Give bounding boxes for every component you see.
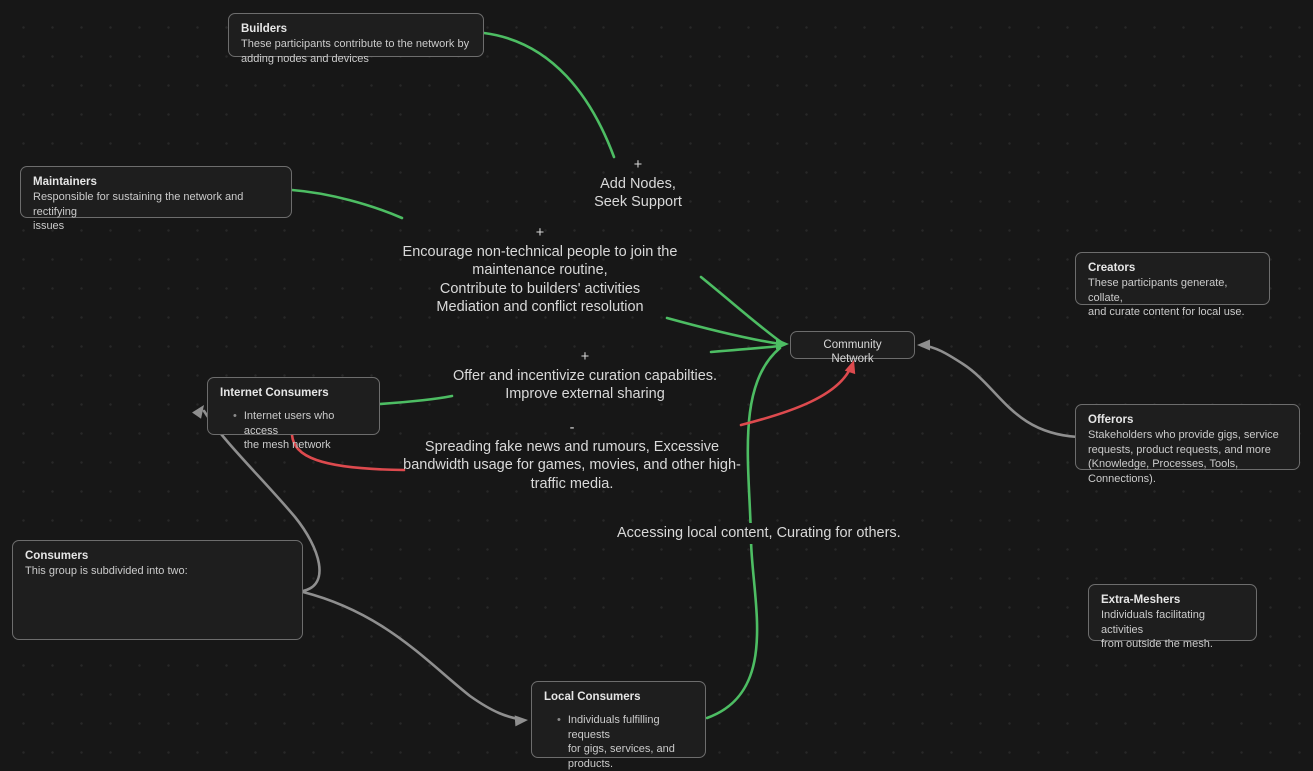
node-builders[interactable]: Builders These participants contribute t…	[228, 13, 484, 65]
edge-spreading-to-community[interactable]	[739, 365, 853, 427]
edge-offerors-to-community[interactable]	[919, 343, 1080, 439]
node-maintainers[interactable]: Maintainers Responsible for sustaining t…	[20, 166, 292, 232]
node-extra-meshers-title: Extra-Meshers	[1101, 594, 1181, 606]
bullet-icon: •	[557, 714, 561, 726]
edge-internet-consumers-to-offer[interactable]	[378, 394, 454, 406]
node-maintainers-title: Maintainers	[33, 176, 97, 188]
arrowhead-into-internet-consumers	[192, 405, 204, 419]
node-creators[interactable]: Creators These participants generate, co…	[1075, 252, 1270, 318]
edge-internet-consumers-to-spreading[interactable]	[290, 433, 406, 472]
edge-builders-to-add-nodes[interactable]	[482, 31, 616, 159]
bullet-icon: •	[233, 410, 237, 422]
node-maintainers-body: Responsible for sustaining the network a…	[33, 191, 244, 232]
edge-label-accessing-local-content[interactable]: Accessing local content, Curating for ot…	[612, 523, 906, 544]
node-community-network-title: Community Network	[823, 339, 882, 365]
node-extra-meshers-body: Individuals facilitating activities from…	[1101, 609, 1213, 650]
node-builders-body: These participants contribute to the net…	[241, 38, 470, 65]
bullet-item: • Internet users who access the mesh net…	[220, 409, 367, 453]
edge-add-nodes-to-community[interactable]	[699, 275, 783, 344]
node-consumers-body: This group is subdivided into two:	[25, 565, 188, 577]
node-internet-consumers-bullet-text: Internet users who access the mesh netwo…	[243, 410, 335, 451]
node-offerors-body: Stakeholders who provide gigs, service r…	[1088, 429, 1279, 485]
node-community-network[interactable]: Community Network	[790, 331, 915, 365]
edge-consumers-to-local-consumers[interactable]	[301, 590, 525, 722]
node-extra-meshers[interactable]: Extra-Meshers Individuals facilitating a…	[1088, 584, 1257, 650]
node-offerors-title: Offerors	[1088, 414, 1134, 426]
node-local-consumers-title: Local Consumers	[544, 691, 641, 703]
node-local-consumers[interactable]: Local Consumers • Individuals fulfilling…	[531, 681, 706, 770]
text-node-offer-incentivize-curation[interactable]: + Offer and incentivize curation capabil…	[452, 349, 718, 403]
arrowhead-into-community-bottom	[844, 360, 856, 375]
bullet-item: • Individuals fulfilling requests for gi…	[544, 713, 693, 771]
node-consumers[interactable]: Consumers This group is subdivided into …	[12, 540, 303, 640]
node-builders-title: Builders	[241, 23, 288, 35]
edge-consumers-to-internet-consumers[interactable]	[202, 409, 321, 593]
arrowhead-into-community-left	[776, 338, 789, 350]
text-node-encourage-maintenance[interactable]: + Encourage non-technical people to join…	[402, 225, 678, 316]
text-node-spreading-fake-news[interactable]: - Spreading fake news and rumours, Exces…	[403, 420, 741, 492]
arrowhead-into-local-consumers	[514, 715, 528, 727]
text-node-add-nodes-seek-support[interactable]: + Add Nodes, Seek Support	[594, 157, 682, 211]
node-internet-consumers-title: Internet Consumers	[220, 387, 329, 399]
node-creators-title: Creators	[1088, 262, 1136, 274]
node-consumers-title: Consumers	[25, 550, 89, 562]
node-local-consumers-bullet-text: Individuals fulfilling requests for gigs…	[567, 714, 675, 770]
edge-encourage-to-community[interactable]	[665, 316, 782, 346]
edge-maintainers-to-encourage[interactable]	[290, 188, 404, 220]
arrowhead-into-community-right	[917, 339, 930, 351]
edge-offer-to-community[interactable]	[709, 344, 782, 354]
node-creators-body: These participants generate, collate, an…	[1088, 277, 1245, 318]
node-internet-consumers[interactable]: Internet Consumers • Internet users who …	[207, 377, 380, 451]
node-offerors[interactable]: Offerors Stakeholders who provide gigs, …	[1075, 404, 1300, 485]
